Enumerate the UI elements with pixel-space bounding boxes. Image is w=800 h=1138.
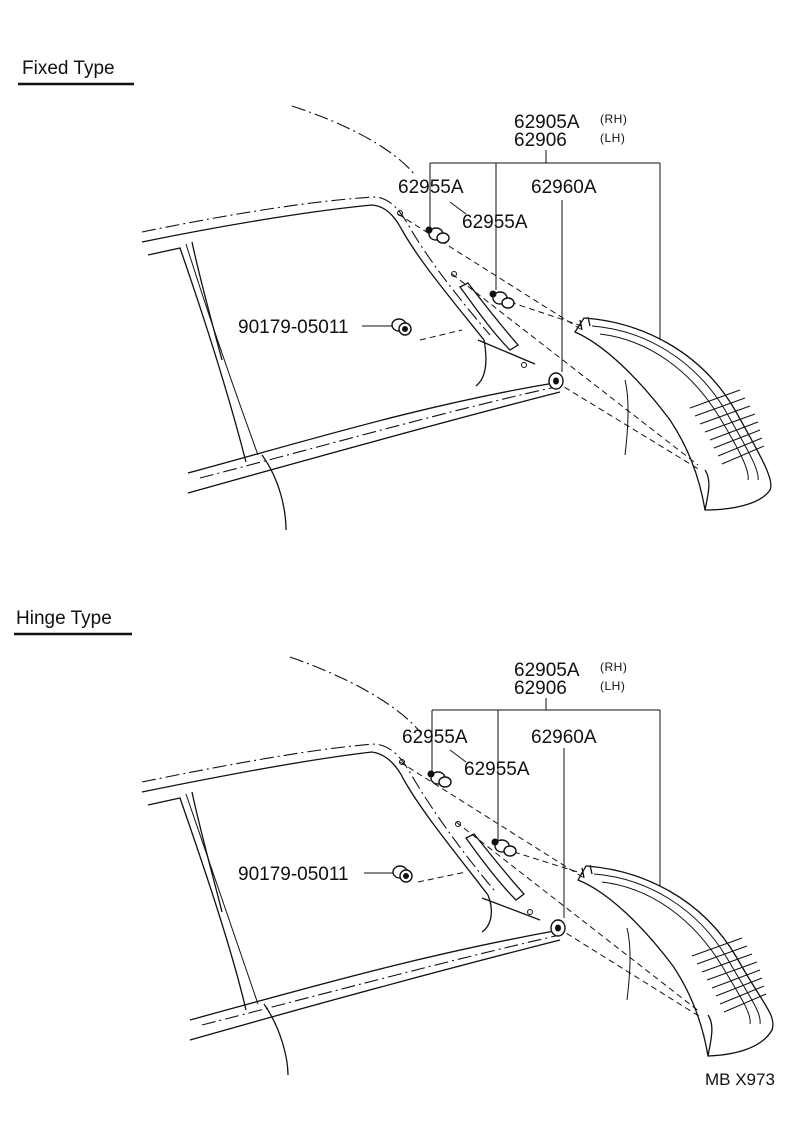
hinge-assembly-lh-number: 62906 <box>514 678 567 699</box>
hinge-clip-upper-number: 62955A <box>402 727 468 748</box>
fixed-assembly-lh-side: (LH) <box>600 131 625 145</box>
hinge-clip-lower <box>491 838 517 857</box>
hinge-clip-upper <box>427 770 452 788</box>
fixed-clip-lower <box>489 290 515 309</box>
fixed-type-section: Fixed Type <box>18 58 772 531</box>
hinge-assembly-rh-number: 62905A <box>514 660 580 681</box>
fixed-grommet-number: 62960A <box>531 177 597 198</box>
fixed-assembly-rh-side: (RH) <box>600 112 627 126</box>
hinge-type-section: Hinge Type <box>14 608 774 1076</box>
hinge-assembly-rh-side: (RH) <box>600 660 627 674</box>
hinge-leader-lines <box>364 698 661 918</box>
fixed-rear-spoiler <box>574 316 772 511</box>
hinge-assembly-lines <box>399 761 703 1019</box>
hinge-clip-lower-number: 62955A <box>464 759 530 780</box>
hinge-rear-spoiler <box>577 864 774 1057</box>
fixed-assembly-lh-number: 62906 <box>514 130 567 151</box>
fixed-nut-number: 90179-05011 <box>238 317 349 338</box>
hinge-nut-number: 90179-05011 <box>238 864 349 885</box>
fixed-nut <box>391 318 412 336</box>
fixed-assembly-rh-number: 62905A <box>514 112 580 133</box>
hinge-assembly-lh-side: (LH) <box>600 679 625 693</box>
fixed-type-title: Fixed Type <box>22 58 115 79</box>
fixed-clip-upper-number: 62955A <box>398 177 464 198</box>
hinge-grommet-number: 62960A <box>531 727 597 748</box>
fixed-clip-upper <box>425 226 450 244</box>
hinge-quarter-body <box>141 656 561 1076</box>
hinge-grommet <box>550 919 566 937</box>
figure-code: MB X973 <box>705 1070 775 1089</box>
hinge-type-title: Hinge Type <box>16 608 112 629</box>
fixed-leader-lines <box>362 150 661 372</box>
fixed-clip-lower-number: 62955A <box>462 212 528 233</box>
fixed-grommet <box>548 372 564 390</box>
fixed-quarter-body <box>141 105 561 531</box>
hinge-nut <box>392 865 413 883</box>
fixed-assembly-lines <box>397 213 701 471</box>
